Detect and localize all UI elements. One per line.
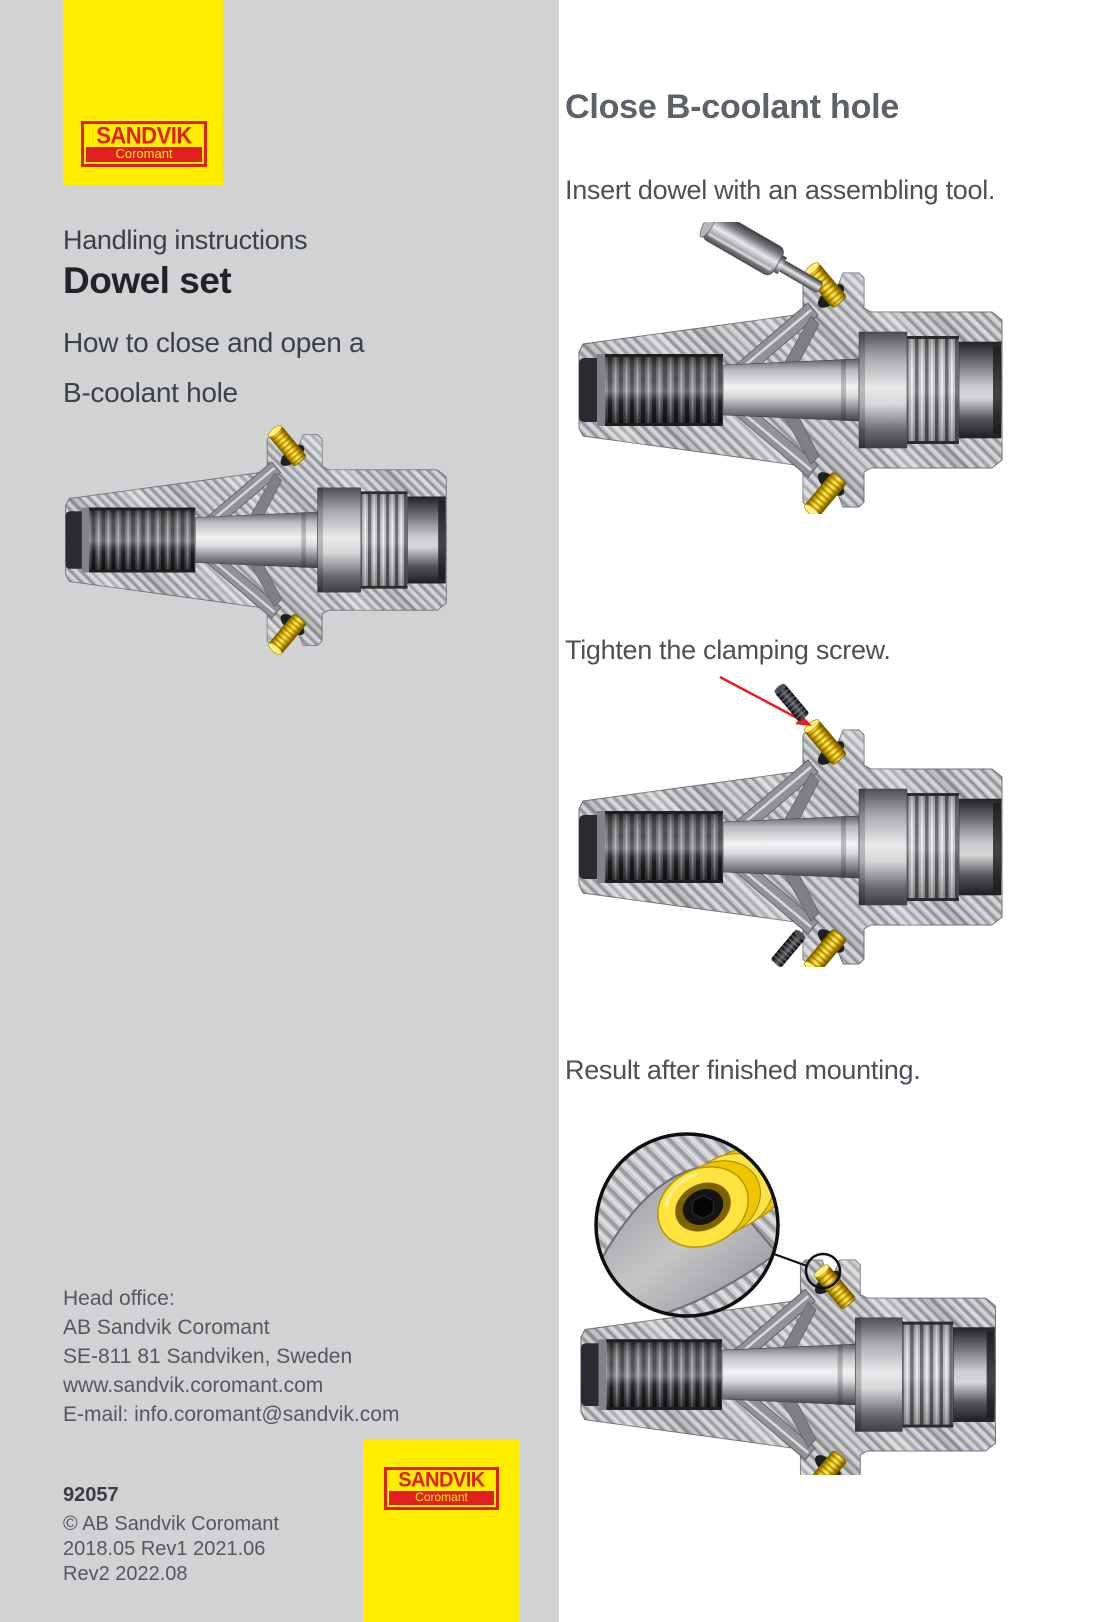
address-company: AB Sandvik Coromant [63,1316,270,1339]
section-heading: Close B-coolant hole [565,88,900,126]
assembling-tool [699,222,823,293]
coromant-wordmark: Coromant [389,1490,494,1505]
doc-subtitle: How to close and open a B-coolant hole [63,318,365,418]
step-1-text: Insert dowel with an assembling tool. [565,175,996,205]
sandvik-coromant-logo: SANDVIK Coromant [81,121,207,167]
clamping-screw-bottom [770,927,808,967]
address-email: E-mail: info.coromant@sandvik.com [63,1403,400,1426]
page-title: Dowel set [63,260,232,301]
coromant-wordmark: Coromant [86,146,202,162]
head-office-address: Head office: AB Sandvik Coromant SE-811 … [63,1284,399,1429]
left-column: SANDVIK Coromant Handling instructions D… [0,0,559,1622]
sandvik-coromant-logo: SANDVIK Coromant [384,1467,499,1510]
address-label: Head office: [63,1287,175,1310]
address-website: www.sandvik.coromant.com [63,1374,324,1397]
sandvik-wordmark: SANDVIK [96,121,192,149]
document-number: 92057 [63,1484,119,1506]
insert-dowel-illustration [577,222,1004,514]
copyright-block: © AB Sandvik Coromant 2018.05 Rev1 2021.… [63,1512,279,1587]
doc-type: Handling instructions [63,225,308,255]
red-arrow [719,675,812,726]
magnified-dowel-view [594,1132,780,1318]
copyright-line: © AB Sandvik Coromant [63,1513,279,1535]
right-column: Close B-coolant hole Insert dowel with a… [559,0,1118,1622]
address-street: SE-811 81 Sandviken, Sweden [63,1345,353,1368]
doc-subtitle-line2: B-coolant hole [63,377,238,408]
result-mounting-illustration [579,1132,997,1475]
revision-line1: 2018.05 Rev1 2021.06 [63,1538,266,1560]
step-3-text: Result after finished mounting. [565,1055,921,1085]
detail-marker-circle [804,1252,842,1290]
doc-subtitle-line1: How to close and open a [63,327,365,358]
brand-banner-bottom: SANDVIK Coromant [363,1440,520,1622]
revision-line2: Rev2 2022.08 [63,1563,188,1585]
overview-toolholder-illustration [64,423,448,657]
step-2-text: Tighten the clamping screw. [565,635,891,665]
sandvik-wordmark: SANDVIK [398,1468,485,1493]
brand-banner-top: SANDVIK Coromant [63,0,223,185]
tighten-screw-illustration [577,675,1004,967]
